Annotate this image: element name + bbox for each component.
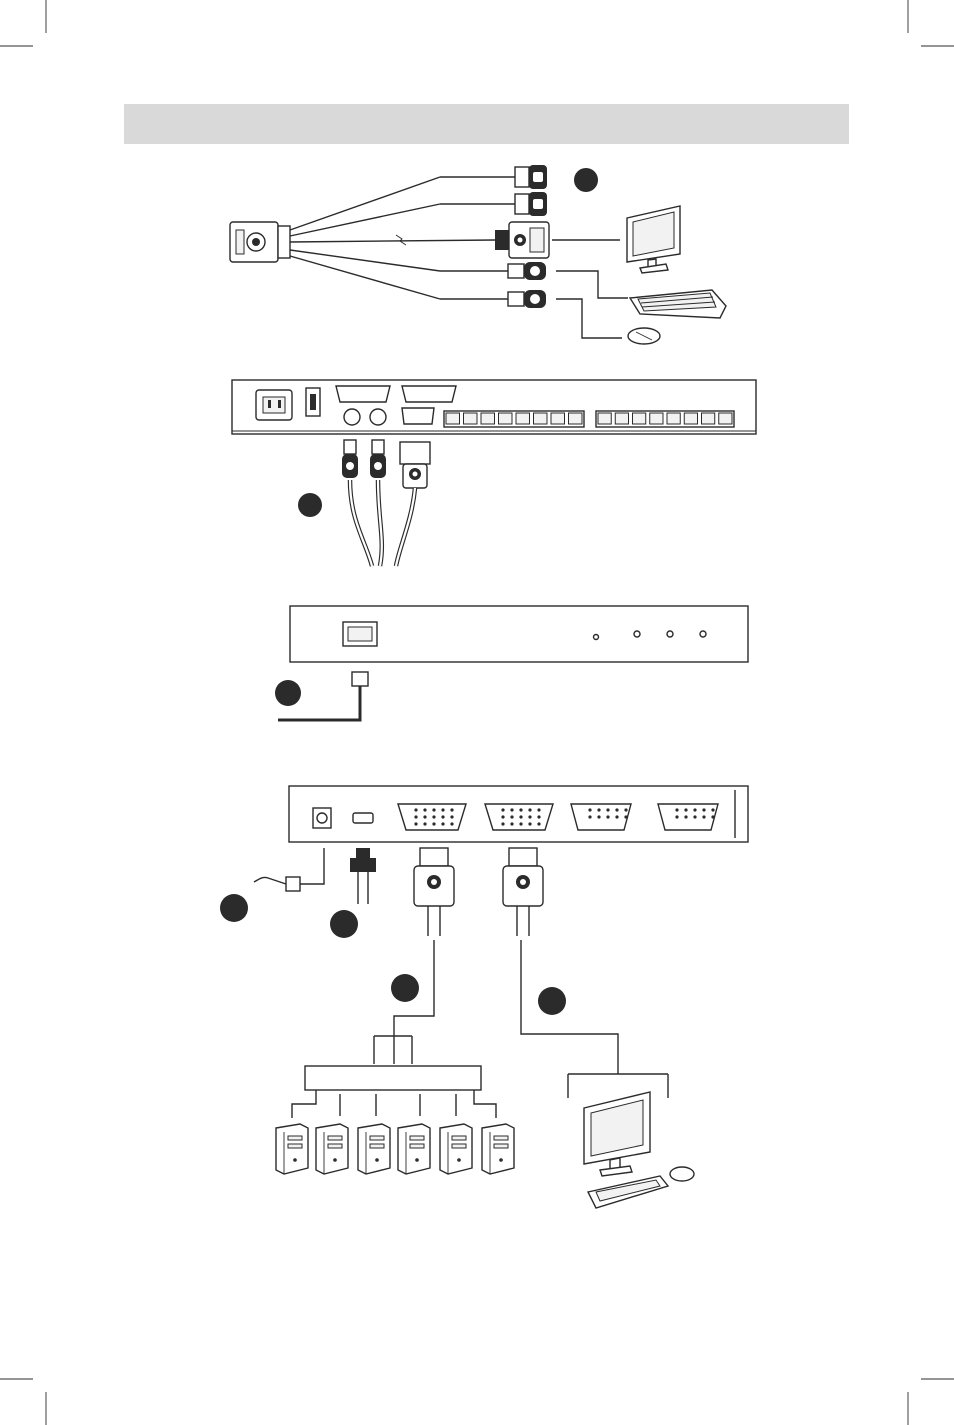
port-pin [693, 808, 696, 811]
rj45-port [719, 413, 732, 424]
servers [276, 1124, 514, 1174]
console-cables [342, 440, 430, 566]
port-pin [597, 808, 600, 811]
port-pin [693, 815, 696, 818]
port-pin [615, 808, 618, 811]
callout-5 [330, 910, 358, 938]
cat5-console-unit [278, 606, 748, 720]
port-pin [519, 822, 522, 825]
port-pin [450, 815, 453, 818]
port-pin [606, 808, 609, 811]
port-pin [519, 808, 522, 811]
port-pin [510, 822, 513, 825]
port-pin [423, 822, 426, 825]
port-pin [423, 815, 426, 818]
port-pin [711, 808, 714, 811]
server-tower-icon [358, 1124, 390, 1174]
mouse-icon [628, 328, 660, 344]
local-console-monitor-icon [584, 1092, 650, 1176]
port-pin [675, 808, 678, 811]
server-tower-icon [276, 1124, 308, 1174]
port-pin [432, 808, 435, 811]
port-pin [501, 822, 504, 825]
callout-4 [220, 894, 248, 922]
rj45-port [702, 413, 715, 424]
rj45-port [446, 413, 460, 424]
server-tower-icon [482, 1124, 514, 1174]
keyboard-icon [630, 290, 726, 318]
port-pin [441, 822, 444, 825]
local-console-mouse-icon [670, 1167, 694, 1181]
callout-2 [298, 493, 322, 517]
port-pin [450, 822, 453, 825]
port-pin [537, 808, 540, 811]
port-pin [501, 815, 504, 818]
vga-cable-connectors [414, 848, 543, 936]
port-pin [519, 815, 522, 818]
port-pin [702, 808, 705, 811]
rj45-port [650, 413, 663, 424]
rj45-port [481, 413, 495, 424]
callout-7 [538, 987, 566, 1015]
power-adapter-plug [254, 848, 324, 891]
local-console-keyboard-icon [588, 1176, 668, 1208]
port-pin [537, 822, 540, 825]
port-pin [615, 815, 618, 818]
remote-unit-rear-panel [289, 786, 748, 842]
port-pin [624, 808, 627, 811]
rj45-port [598, 413, 611, 424]
port-pin [606, 815, 609, 818]
port-pin [528, 815, 531, 818]
port-pin [537, 815, 540, 818]
callout-6 [391, 974, 419, 1002]
port-pin [501, 808, 504, 811]
rj45-port [615, 413, 628, 424]
port-pin [441, 808, 444, 811]
port-pin [423, 808, 426, 811]
port-pin [414, 822, 417, 825]
port-pin [702, 815, 705, 818]
rj45-port [551, 413, 565, 424]
rj45-port [464, 413, 478, 424]
kvm-adapter-cable-icon [230, 165, 549, 308]
port-pin [510, 808, 513, 811]
kvm-switch-box [305, 1066, 481, 1090]
server-tower-icon [440, 1124, 472, 1174]
port-pin [624, 815, 627, 818]
callout-3 [275, 680, 301, 706]
port-pin [414, 815, 417, 818]
port-pin [528, 808, 531, 811]
port-pin [441, 815, 444, 818]
port-pin [432, 815, 435, 818]
server-tower-icon [398, 1124, 430, 1174]
rj45-port [499, 413, 513, 424]
rj45-port [667, 413, 680, 424]
callout-1 [574, 168, 598, 192]
port-pin [528, 822, 531, 825]
mini-usb-cable [350, 848, 376, 904]
rj45-port [516, 413, 530, 424]
rj45-port [684, 413, 697, 424]
port-pin [675, 815, 678, 818]
kvm-switch-rear-panel [232, 380, 756, 434]
port-pin [450, 808, 453, 811]
rj45-port [569, 413, 583, 424]
port-pin [597, 815, 600, 818]
port-pin [588, 808, 591, 811]
rj45-port [534, 413, 548, 424]
port-pin [684, 808, 687, 811]
port-pin [588, 815, 591, 818]
port-pin [432, 822, 435, 825]
port-pin [510, 815, 513, 818]
rj45-port [633, 413, 646, 424]
monitor-icon [627, 206, 680, 273]
server-tower-icon [316, 1124, 348, 1174]
port-pin [711, 815, 714, 818]
port-pin [414, 808, 417, 811]
port-pin [684, 815, 687, 818]
